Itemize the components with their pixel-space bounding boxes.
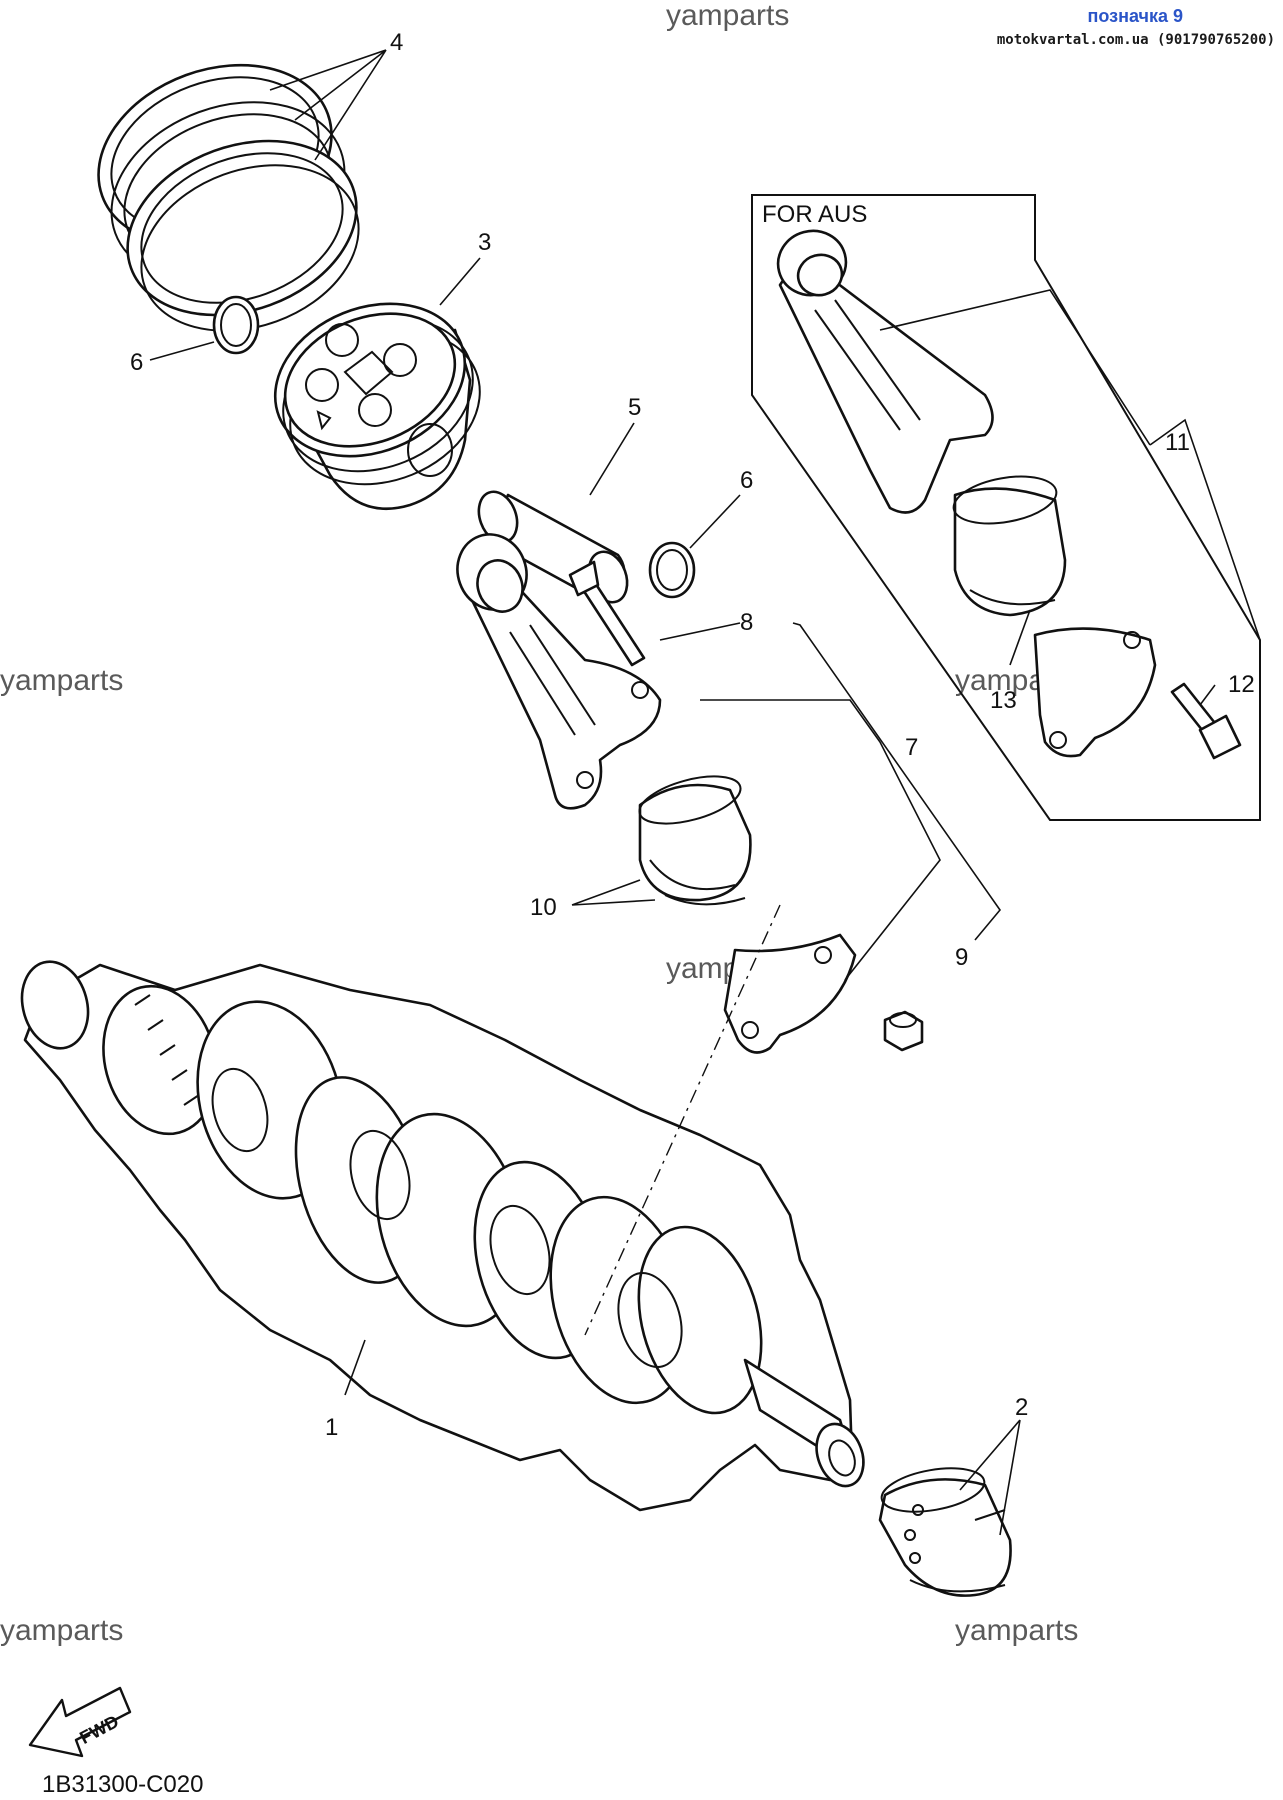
callout-5: 5 bbox=[628, 394, 641, 421]
main-bearing bbox=[878, 1467, 1012, 1597]
piston-rings bbox=[97, 63, 360, 332]
leader-lines bbox=[149, 49, 1261, 1536]
for-aus-inset: FOR AUS bbox=[751, 194, 1261, 821]
inset-title: FOR AUS bbox=[762, 201, 867, 228]
assembly-centerline bbox=[584, 904, 781, 1336]
callout-9: 9 bbox=[955, 944, 968, 971]
site-label: motokvartal.com.ua (901790765200) bbox=[997, 32, 1275, 48]
callout-10: 10 bbox=[530, 894, 557, 921]
piston bbox=[273, 302, 481, 510]
callout-4: 4 bbox=[390, 29, 403, 56]
callout-13: 13 bbox=[990, 687, 1017, 714]
watermark: yamparts bbox=[955, 1614, 1078, 1647]
connecting-rod-cap bbox=[723, 933, 857, 1054]
designation-label: позначка 9 bbox=[1088, 6, 1184, 26]
callout-6-right: 6 bbox=[740, 467, 753, 494]
callout-1: 1 bbox=[325, 1414, 338, 1441]
callout-3: 3 bbox=[478, 229, 491, 256]
callout-8: 8 bbox=[740, 609, 753, 636]
diagram-code: 1B31300-C020 bbox=[42, 1771, 203, 1798]
forward-arrow-icon: FWD bbox=[28, 1686, 132, 1758]
watermark: yamparts bbox=[666, 0, 789, 32]
watermark: yamparts bbox=[0, 664, 123, 697]
crankshaft bbox=[20, 960, 865, 1512]
rod-nut bbox=[883, 1010, 924, 1052]
watermark: yamparts bbox=[0, 1614, 123, 1647]
piston-pin-clip bbox=[648, 541, 696, 599]
callout-2: 2 bbox=[1015, 1394, 1028, 1421]
callout-12: 12 bbox=[1228, 671, 1255, 698]
callout-7: 7 bbox=[905, 734, 918, 761]
connecting-rod bbox=[456, 533, 662, 810]
rod-bolt bbox=[568, 560, 646, 667]
big-end-bearing bbox=[638, 775, 752, 906]
piston-pin-clip bbox=[212, 295, 260, 355]
callout-11: 11 bbox=[1165, 429, 1190, 456]
callout-6-left: 6 bbox=[130, 349, 143, 376]
